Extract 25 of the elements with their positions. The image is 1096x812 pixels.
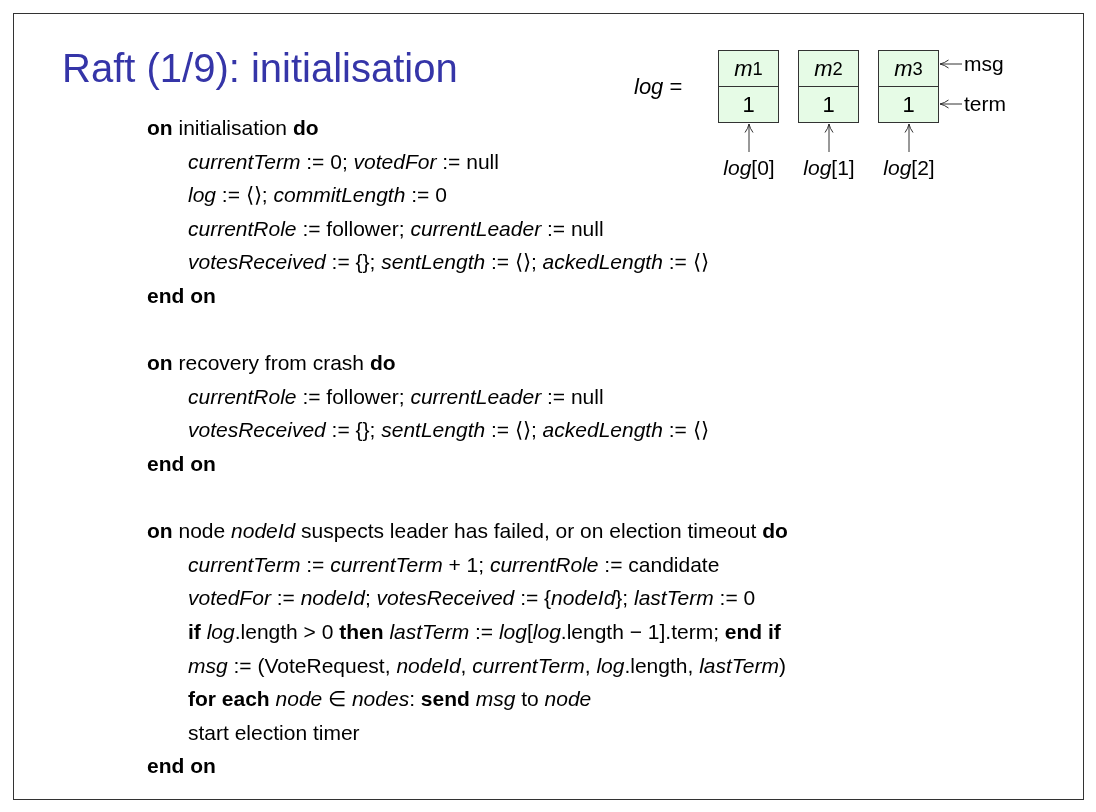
log-entry-cell: 1 xyxy=(798,86,859,123)
log-entry-cell: 1 xyxy=(878,86,939,123)
field-label: term xyxy=(964,91,1006,117)
code-line: if log.length > 0 then lastTerm := log[log.length − 1].term; end if xyxy=(188,619,781,645)
code-line: votesReceived := {}; sentLength := ⟨⟩; ackedLength := ⟨⟩ xyxy=(188,417,709,444)
code-line: msg := (VoteRequest, nodeId, currentTerm, log.length, lastTerm) xyxy=(188,652,786,679)
code-line: on recovery from crash do xyxy=(147,350,396,377)
slide-title: Raft (1/9): initialisation xyxy=(62,46,458,91)
code-line: on node nodeId suspects leader has failed, or on election timeout do xyxy=(147,518,788,545)
code-line: log := ⟨⟩; commitLength := 0 xyxy=(188,182,447,209)
code-line: currentTerm := currentTerm + 1; currentRole := candidate xyxy=(188,551,720,578)
code-line: end on xyxy=(147,451,216,477)
code-line: for each node ∈ nodes: send msg to node xyxy=(188,686,592,713)
code-line: currentRole := follower; currentLeader := null xyxy=(188,383,604,410)
field-label: msg xyxy=(964,51,1004,77)
code-line: end on xyxy=(147,283,216,309)
code-line: votedFor := nodeId; votesReceived := {nodeId}; lastTerm := 0 xyxy=(188,585,756,612)
code-line: currentRole := follower; currentLeader := null xyxy=(188,215,604,242)
code-line: start election timer xyxy=(188,719,360,746)
code-line: end on xyxy=(147,753,216,780)
code-line: currentTerm := 0; votedFor := null xyxy=(188,148,499,175)
equation-label: log = xyxy=(634,74,683,100)
log-entry-cell: 1 xyxy=(718,86,779,123)
code-line: votesReceived := {}; sentLength := ⟨⟩; ackedLength := ⟨⟩ xyxy=(188,249,709,276)
code-line: on initialisation do xyxy=(147,115,319,141)
